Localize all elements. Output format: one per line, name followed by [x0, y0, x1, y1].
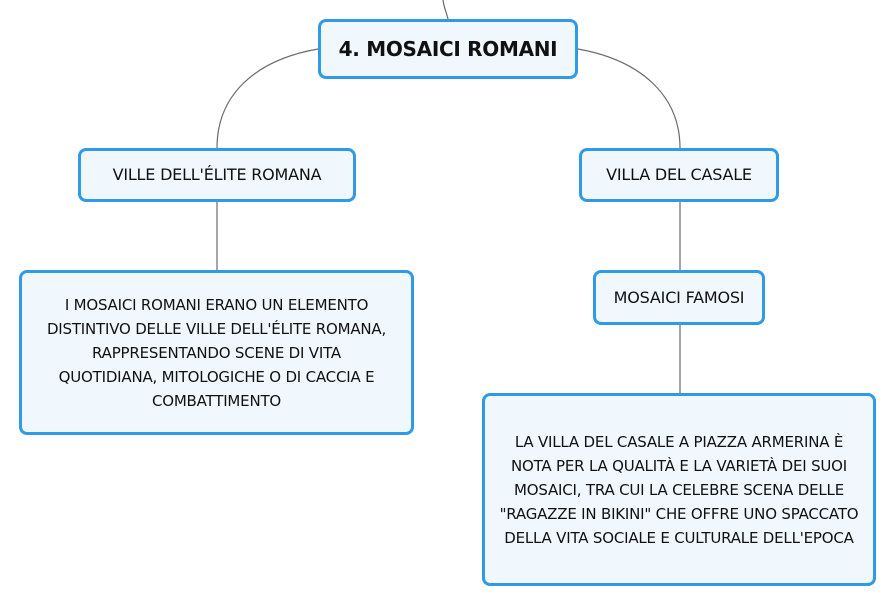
connector-root-to-ville	[216, 48, 319, 149]
node-ville-detail-text: I MOSAICI ROMANI ERANO UN ELEMENTO DISTI…	[46, 295, 387, 410]
root-node[interactable]: 4. MOSAICI ROMANI	[318, 19, 578, 79]
node-ville-detail[interactable]: I MOSAICI ROMANI ERANO UN ELEMENTO DISTI…	[19, 270, 414, 435]
node-mosaici-famosi[interactable]: MOSAICI FAMOSI	[593, 270, 765, 325]
root-node-label: 4. MOSAICI ROMANI	[338, 37, 558, 61]
connector-parent-to-root	[442, 0, 449, 20]
node-villa-detail[interactable]: LA VILLA DEL CASALE A PIAZZA ARMERINA È …	[482, 393, 876, 586]
node-ville-elite-romana-label: VILLE DELL'ÉLITE ROMANA	[112, 165, 322, 184]
node-ville-elite-romana[interactable]: VILLE DELL'ÉLITE ROMANA	[78, 148, 356, 202]
connector-root-to-villa	[577, 48, 681, 149]
node-villa-detail-text: LA VILLA DEL CASALE A PIAZZA ARMERINA È …	[499, 432, 859, 547]
node-villa-del-casale[interactable]: VILLA DEL CASALE	[579, 148, 779, 202]
node-villa-del-casale-label: VILLA DEL CASALE	[606, 165, 752, 184]
node-mosaici-famosi-label: MOSAICI FAMOSI	[613, 287, 745, 307]
